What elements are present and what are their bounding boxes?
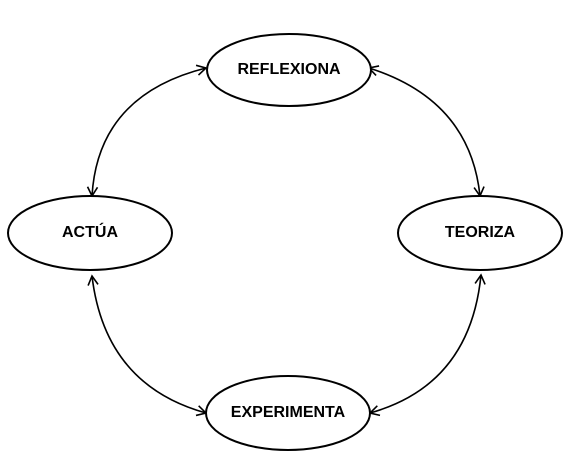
node-teoriza-ellipse xyxy=(397,195,563,271)
node-experimenta: EXPERIMENTA xyxy=(205,375,371,451)
node-reflexiona: REFLEXIONA xyxy=(206,33,372,107)
arrow-teoriza-experimenta xyxy=(368,273,486,417)
node-actua-ellipse xyxy=(7,195,173,271)
node-experimenta-ellipse xyxy=(205,375,371,451)
arrow-actua-reflexiona xyxy=(86,64,208,198)
arrow-experimenta-actua xyxy=(87,274,208,417)
node-teoriza: TEORIZA xyxy=(397,195,563,271)
node-reflexiona-ellipse xyxy=(206,33,372,107)
node-actua: ACTÚA xyxy=(7,195,173,271)
node-experimenta-label: EXPERIMENTA xyxy=(231,404,346,421)
arrow-reflexiona-teoriza xyxy=(367,65,485,198)
node-teoriza-label: TEORIZA xyxy=(445,224,516,241)
node-actua-label: ACTÚA xyxy=(62,222,118,241)
node-reflexiona-label: REFLEXIONA xyxy=(237,61,341,78)
